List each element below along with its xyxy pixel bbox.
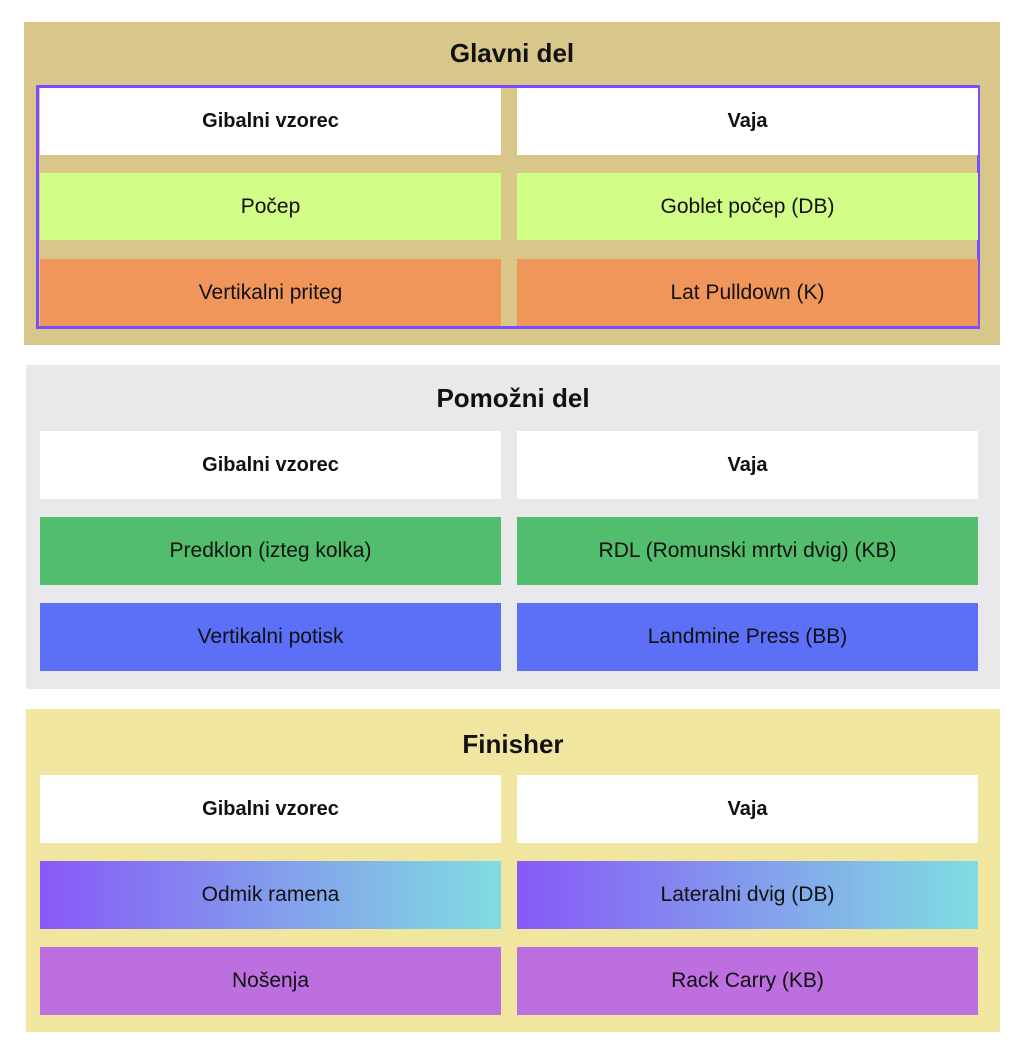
section-title: Pomožni del — [436, 383, 590, 413]
section-pomozni-del: Pomožni del Gibalni vzorec Vaja Predklon… — [26, 365, 1000, 689]
table-cell: Odmik ramena — [40, 861, 501, 929]
header-cell: Vaja — [517, 88, 978, 155]
section-title: Glavni del — [449, 38, 575, 68]
section-title: Finisher — [462, 729, 564, 759]
table-cell: Goblet počep (DB) — [517, 173, 978, 240]
section-finisher: Finisher Gibalni vzorec Vaja Odmik ramen… — [26, 709, 1000, 1032]
table-cell: Vertikalni potisk — [40, 603, 501, 671]
table-cell: Nošenja — [40, 947, 501, 1015]
header-cell: Gibalni vzorec — [40, 775, 501, 843]
table-cell: Vertikalni priteg — [40, 259, 501, 326]
section-glavni-del: Glavni del Gibalni vzorec Vaja Počep Gob… — [24, 22, 1000, 345]
header-cell: Vaja — [517, 775, 978, 843]
table-cell: Rack Carry (KB) — [517, 947, 978, 1015]
header-cell: Vaja — [517, 431, 978, 499]
table-cell: Lat Pulldown (K) — [517, 259, 978, 326]
table-cell: Lateralni dvig (DB) — [517, 861, 978, 929]
table-cell: Počep — [40, 173, 501, 240]
table-cell: RDL (Romunski mrtvi dvig) (KB) — [517, 517, 978, 585]
header-cell: Gibalni vzorec — [40, 88, 501, 155]
table-cell: Landmine Press (BB) — [517, 603, 978, 671]
table-frame — [36, 85, 980, 329]
header-cell: Gibalni vzorec — [40, 431, 501, 499]
table-cell: Predklon (izteg kolka) — [40, 517, 501, 585]
